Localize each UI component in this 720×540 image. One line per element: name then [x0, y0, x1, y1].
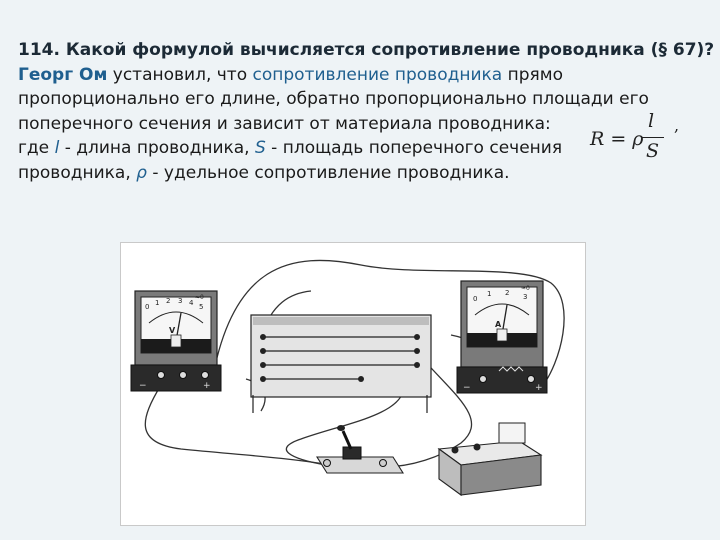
- ammeter: 0 1 2 3 ≈0 A − +: [456, 280, 548, 394]
- voltmeter-scale-arc: [148, 311, 204, 324]
- text-fragment: где: [18, 138, 55, 158]
- power-supply: [437, 422, 543, 497]
- resistance-formula: R = ρ l S ,: [588, 108, 698, 170]
- ammeter-tick: 1: [487, 290, 491, 298]
- voltmeter-tick: 4: [189, 299, 194, 307]
- switch-handle: [337, 425, 345, 431]
- voltmeter-terminal: [179, 371, 187, 379]
- text-block: 114. Какой формулой вычисляется сопротив…: [18, 38, 715, 186]
- wires: [144, 259, 565, 484]
- board-terminals: [260, 334, 420, 382]
- supply-terminal: [473, 443, 481, 451]
- knife-switch: [316, 425, 404, 474]
- board-panel: [250, 314, 432, 398]
- text-line-2: Георг Ом установил, что сопротивление пр…: [18, 63, 708, 88]
- ammeter-terminal: [527, 375, 535, 383]
- question-title: 114. Какой формулой вычисляется сопротив…: [18, 40, 715, 60]
- formula-numerator: l: [648, 110, 655, 132]
- text-fragment: прямо: [502, 64, 563, 85]
- text-line-4: поперечного сечения и зависит от материа…: [18, 113, 551, 134]
- ammeter-range: ≈0: [521, 285, 530, 292]
- text-fragment: - удельное сопротивление проводника.: [146, 162, 510, 183]
- voltmeter-unit: V: [169, 326, 176, 335]
- voltmeter-plus: +: [203, 381, 211, 391]
- board-top-edge: [253, 317, 429, 325]
- formula-denominator: S: [646, 140, 660, 162]
- ammeter-adjuster: [496, 328, 508, 342]
- supply-terminal: [451, 446, 459, 454]
- voltmeter-tick: 3: [178, 297, 182, 305]
- text-line-5: где l - длина проводника, S - площадь по…: [18, 136, 708, 161]
- ammeter-tick: 0: [473, 295, 477, 303]
- switch-hinge: [342, 446, 362, 460]
- text-line-3: пропорционально его длине, обратно пропо…: [18, 89, 649, 109]
- resistance-board: [250, 314, 432, 413]
- voltmeter-minus: −: [139, 381, 147, 391]
- voltmeter-terminal: [201, 371, 209, 379]
- person-name: Георг Ом: [18, 64, 108, 85]
- text-line-6: проводника, ρ - удельное сопротивление п…: [18, 161, 708, 186]
- voltmeter-terminal: [157, 371, 165, 379]
- voltmeter-tick: 5: [199, 303, 203, 311]
- circuit-illustration: 0 1 2 3 4 5 ≈0 V − +: [130, 259, 565, 497]
- voltmeter-tick: 0: [145, 303, 149, 311]
- voltmeter: 0 1 2 3 4 5 ≈0 V − +: [130, 290, 222, 392]
- ammeter-tick: 2: [505, 289, 509, 297]
- board-wires: [263, 336, 417, 380]
- circuit-figure: 0 1 2 3 4 5 ≈0 V − +: [120, 242, 586, 526]
- text-fragment: - площадь поперечного сечения: [265, 138, 563, 158]
- symbol-rho: ρ: [136, 162, 147, 183]
- symbol-l: l: [54, 138, 60, 158]
- voltmeter-range: ≈0: [195, 294, 204, 301]
- ammeter-tick: 3: [523, 293, 527, 301]
- voltmeter-tick: 1: [155, 299, 159, 307]
- ammeter-terminal: [479, 375, 487, 383]
- switch-terminal: [379, 459, 387, 467]
- switch-terminal: [323, 459, 331, 467]
- term-resistance: сопротивление проводника: [252, 64, 503, 85]
- ammeter-shunt: [498, 366, 524, 372]
- text-fragment: проводника,: [18, 162, 137, 183]
- voltmeter-adjuster: [170, 334, 182, 348]
- formula-fraction-bar: [642, 137, 664, 138]
- supply-front: [460, 454, 542, 496]
- ammeter-scale-arc: [474, 303, 530, 316]
- switch-blade: [341, 430, 353, 450]
- formula-lhs: R = ρ: [590, 128, 644, 150]
- symbol-s: S: [254, 138, 266, 158]
- voltmeter-tick: 2: [166, 297, 170, 305]
- text-fragment: - длина проводника,: [59, 138, 255, 158]
- ammeter-minus: −: [463, 383, 471, 393]
- ammeter-unit: A: [495, 320, 502, 329]
- text-fragment: установил, что: [107, 64, 253, 85]
- supply-block: [498, 422, 526, 444]
- ammeter-plus: +: [535, 383, 543, 393]
- formula-comma: ,: [674, 116, 680, 135]
